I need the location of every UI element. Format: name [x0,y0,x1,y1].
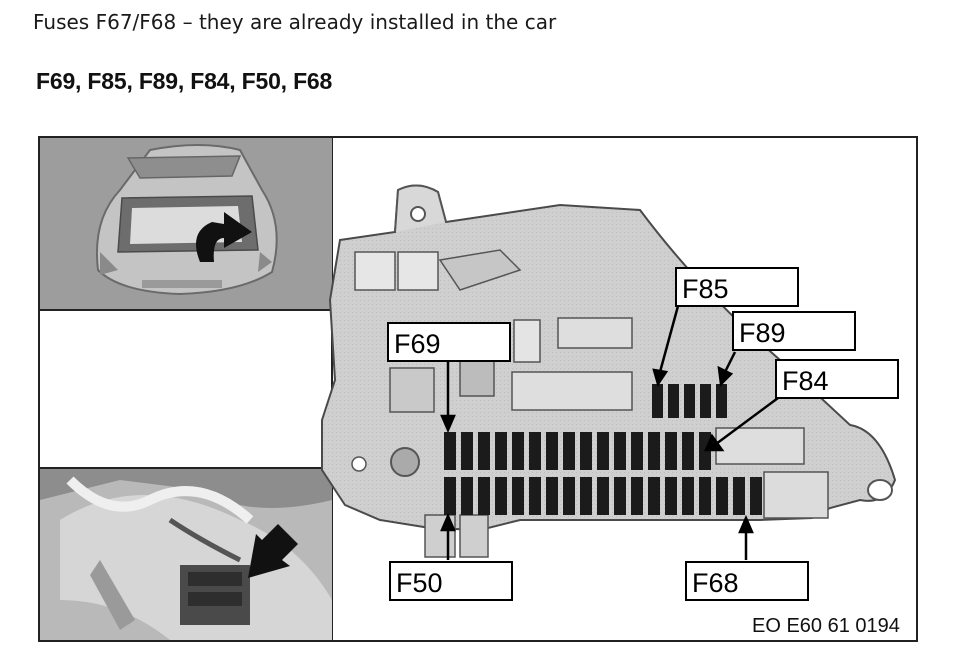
fuse-row-middle [444,432,711,470]
fuse-row-top [652,384,727,418]
callout-f89: F89 [732,311,856,351]
callout-leaders [440,305,779,560]
label-f89: F89 [739,318,786,348]
caption: Fuses F67/F68 – they are already install… [33,10,557,34]
callout-f69: F69 [387,322,511,362]
location-arrow-icon [248,524,298,578]
label-f68: F68 [692,568,739,598]
car-trunk-open-icon [95,144,278,296]
fuse-list-heading: F69, F85, F89, F84, F50, F68 [36,68,333,94]
rotate-arrow-icon [196,212,252,262]
figure-code: EO E60 61 0194 [752,615,900,637]
label-f69: F69 [394,329,441,359]
car-trunk-inset [40,138,332,311]
location-inset [40,467,332,640]
label-f50: F50 [396,568,443,598]
fuse-row-bottom [444,477,762,515]
label-f85: F85 [682,274,729,304]
callout-f85: F85 [675,267,799,307]
callout-f50: F50 [389,561,513,601]
callout-f68: F68 [685,561,809,601]
callout-f84: F84 [775,359,899,399]
label-f84: F84 [782,366,829,396]
